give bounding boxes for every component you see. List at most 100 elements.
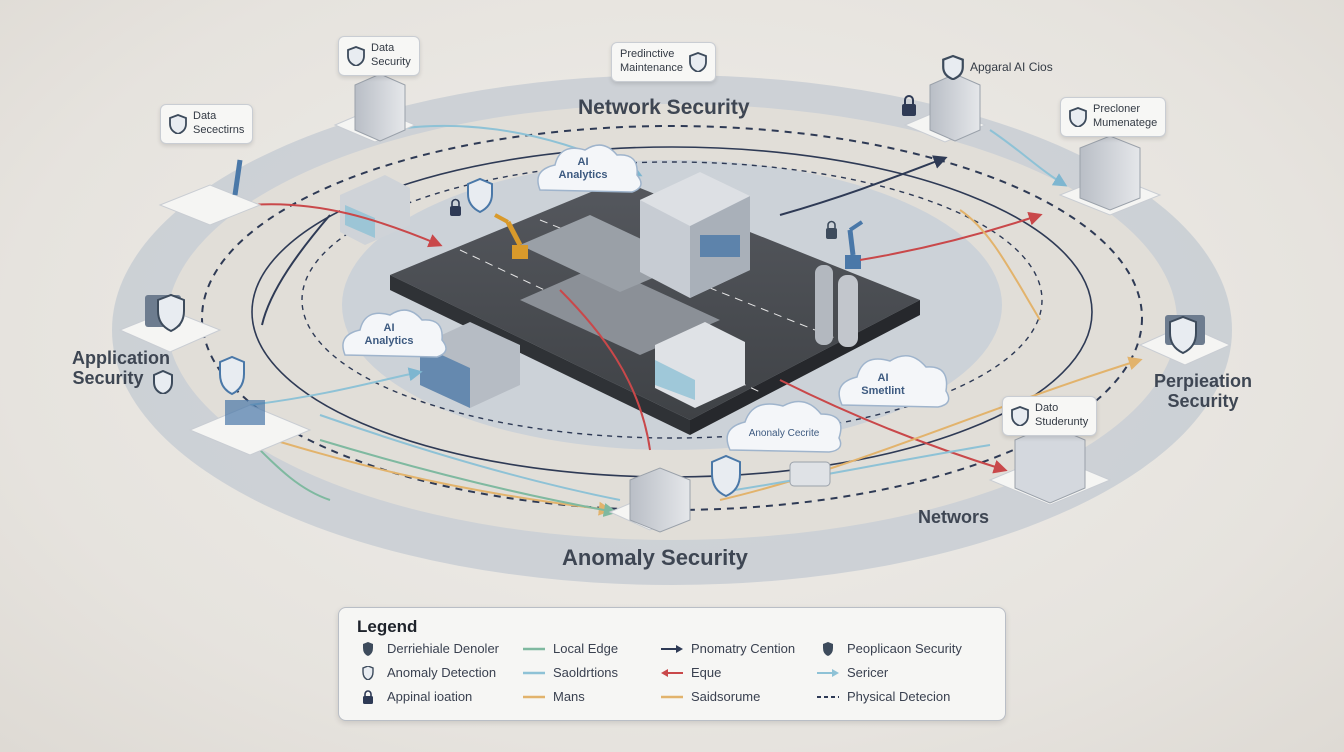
legend-item: Anomaly Detection — [357, 665, 496, 680]
legend-item: Local Edge — [523, 641, 618, 656]
legend-label: Sericer — [847, 665, 889, 680]
lock-icon — [450, 198, 461, 216]
shield-icon — [1169, 315, 1197, 355]
cloud-label-anonaly-cecrite: Anonaly Cecrite — [748, 428, 820, 439]
arrow-right-icon — [817, 668, 839, 677]
silo-tank — [838, 275, 858, 347]
lock-icon — [826, 220, 837, 239]
legend-title: Legend — [357, 617, 418, 636]
dashed-ring-outer — [201, 125, 1143, 511]
legend-item: Eque — [661, 665, 721, 680]
zone-label-network-security: Network Security — [578, 96, 750, 119]
shield-icon — [823, 641, 833, 656]
legend-item: Saidsorume — [661, 689, 760, 704]
cloud-label-ai-analytics-left: AI Analytics — [353, 322, 425, 348]
callout-line: Dato — [1035, 402, 1059, 414]
callout-line: Mumenatege — [1093, 116, 1158, 129]
legend-item: Mans — [523, 689, 585, 704]
saoldrtions-line-icon — [523, 671, 545, 674]
cloud-anonaly-cecrite — [726, 400, 842, 453]
callout-line: Studerunty — [1035, 415, 1089, 428]
clouds — [342, 144, 950, 453]
legend-label: Derriehiale Denoler — [387, 641, 499, 656]
flow-blue — [734, 444, 991, 491]
legend-label: Anomaly Detection — [387, 665, 497, 680]
shield-icon — [1069, 106, 1087, 127]
legend-label: Pnomatry Cention — [691, 641, 796, 656]
legend-item: Saoldrtions — [523, 665, 618, 680]
saidsorume-line-icon — [661, 695, 683, 698]
lock-icon — [363, 689, 373, 704]
factory-platform — [340, 172, 920, 435]
zone-label-line: Application — [72, 348, 170, 368]
legend-item: Derriehiale Denoler — [357, 641, 499, 656]
callout-line: Data — [371, 42, 395, 54]
flow-teal — [319, 439, 618, 517]
server-precloner — [1058, 135, 1162, 216]
flow-blue — [249, 367, 423, 406]
zone-label-line: Perpieation — [1154, 371, 1253, 391]
callout-line: Data — [193, 110, 217, 122]
platform-robot-left — [158, 159, 262, 226]
cloud-line: AI — [383, 322, 395, 334]
callout-line: Maintenance — [620, 61, 683, 74]
shield-icon — [347, 45, 365, 66]
flow-red — [859, 211, 1043, 261]
legend-label: Mans — [553, 689, 585, 704]
server-apgaral — [903, 73, 987, 143]
legend-label: Saoldrtions — [553, 665, 619, 680]
zone-label-anomaly-security: Anomaly Security — [562, 545, 748, 570]
callout-line: Precloner — [1093, 103, 1141, 115]
server-anomaly — [608, 467, 692, 533]
shield-icon — [711, 454, 741, 498]
cloud-line: AI — [877, 372, 889, 384]
shield-icon — [219, 355, 245, 396]
platform-lab-left — [188, 400, 312, 456]
zone-label-networs: Networs — [918, 507, 990, 527]
legend-label: Local Edge — [553, 641, 619, 656]
flow-orange — [959, 209, 1041, 321]
zone-label-application-security: Application Security — [72, 348, 170, 389]
legend-item: Pnomatry Cention — [661, 641, 795, 656]
arrow-right-icon — [661, 644, 683, 653]
robot-arm-blue — [845, 220, 864, 269]
shield-icon — [157, 293, 185, 333]
robot-arm-orange — [494, 213, 528, 259]
agv-vehicle — [789, 461, 831, 487]
shield-icon — [467, 177, 493, 214]
cloud-line: Analytics — [558, 169, 608, 182]
flow-red — [559, 289, 651, 451]
legend-item: Peoplicaon Security — [817, 641, 962, 656]
flow-blue — [319, 414, 621, 501]
legend-item: Sericer — [817, 665, 888, 680]
flow-navy — [261, 214, 331, 326]
cloud-ai-analytics-left — [342, 309, 447, 358]
arrow-left-icon — [661, 668, 683, 677]
legend-label: Saidsorume — [691, 689, 761, 704]
shield-icon — [153, 370, 173, 394]
legend-label: Physical Detecion — [847, 689, 951, 704]
server-data-security — [333, 73, 417, 143]
conveyor-line — [520, 265, 720, 355]
diagram-icons — [157, 95, 1197, 498]
platform-side-right — [690, 300, 920, 435]
cloud-label-ai-smetlint: AI Smetlint — [848, 372, 918, 398]
legend-item: Physical Detecion — [817, 689, 950, 704]
cloud-line: Analytics — [364, 335, 414, 348]
cloud-line: AI — [577, 156, 589, 168]
flow-orange — [719, 356, 1143, 501]
cloud-ai-analytics-top — [537, 144, 642, 193]
local-edge-line-icon — [523, 647, 545, 650]
flow-navy — [779, 155, 948, 216]
flow-red — [779, 379, 1008, 474]
callout-line: Security — [371, 55, 411, 68]
lock-icon — [902, 95, 916, 116]
legend-item: Appinal ioation — [357, 689, 472, 704]
dashed-ring-inner — [301, 161, 1043, 439]
platform-data-studerunty — [988, 424, 1112, 506]
